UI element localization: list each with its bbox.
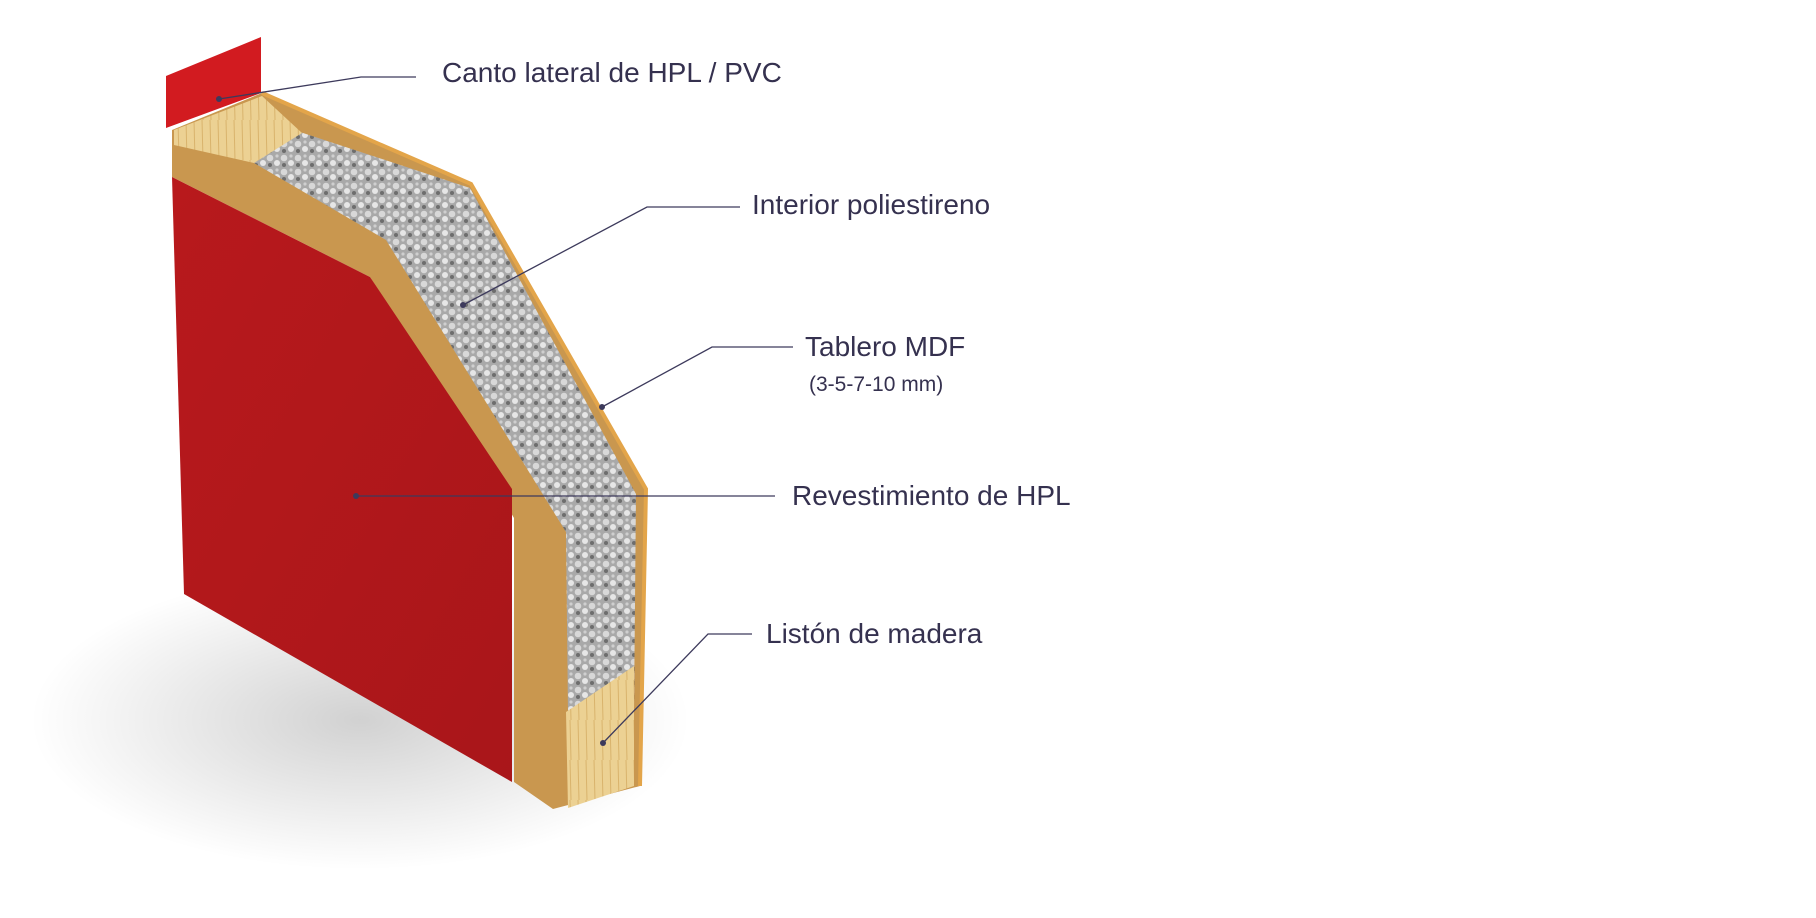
label-liston: Listón de madera: [766, 618, 983, 649]
label-tablero: Tablero MDF: [805, 331, 966, 362]
label-interior: Interior poliestireno: [752, 189, 991, 220]
callout-line-interior: [462, 206, 740, 306]
callout-lines: [218, 76, 793, 744]
callout-line-tablero: [601, 346, 793, 408]
wood-strip-bottom: [566, 666, 634, 808]
hpl-front-face: [172, 177, 512, 782]
mdf-board: [172, 93, 646, 809]
callout-dots: [216, 96, 606, 746]
label-tablero-thickness: (3-5-7-10 mm): [809, 373, 944, 396]
callout-line-canto: [218, 76, 416, 100]
wood-block-top: [174, 96, 302, 163]
mdf-edge-highlight: [261, 91, 649, 787]
label-revestimiento: Revestimiento de HPL: [792, 480, 1071, 511]
callout-line-liston: [602, 633, 752, 744]
polystyrene-core: [254, 132, 636, 714]
side-edge-strip: [166, 37, 261, 128]
label-canto: Canto lateral de HPL / PVC: [442, 57, 782, 88]
